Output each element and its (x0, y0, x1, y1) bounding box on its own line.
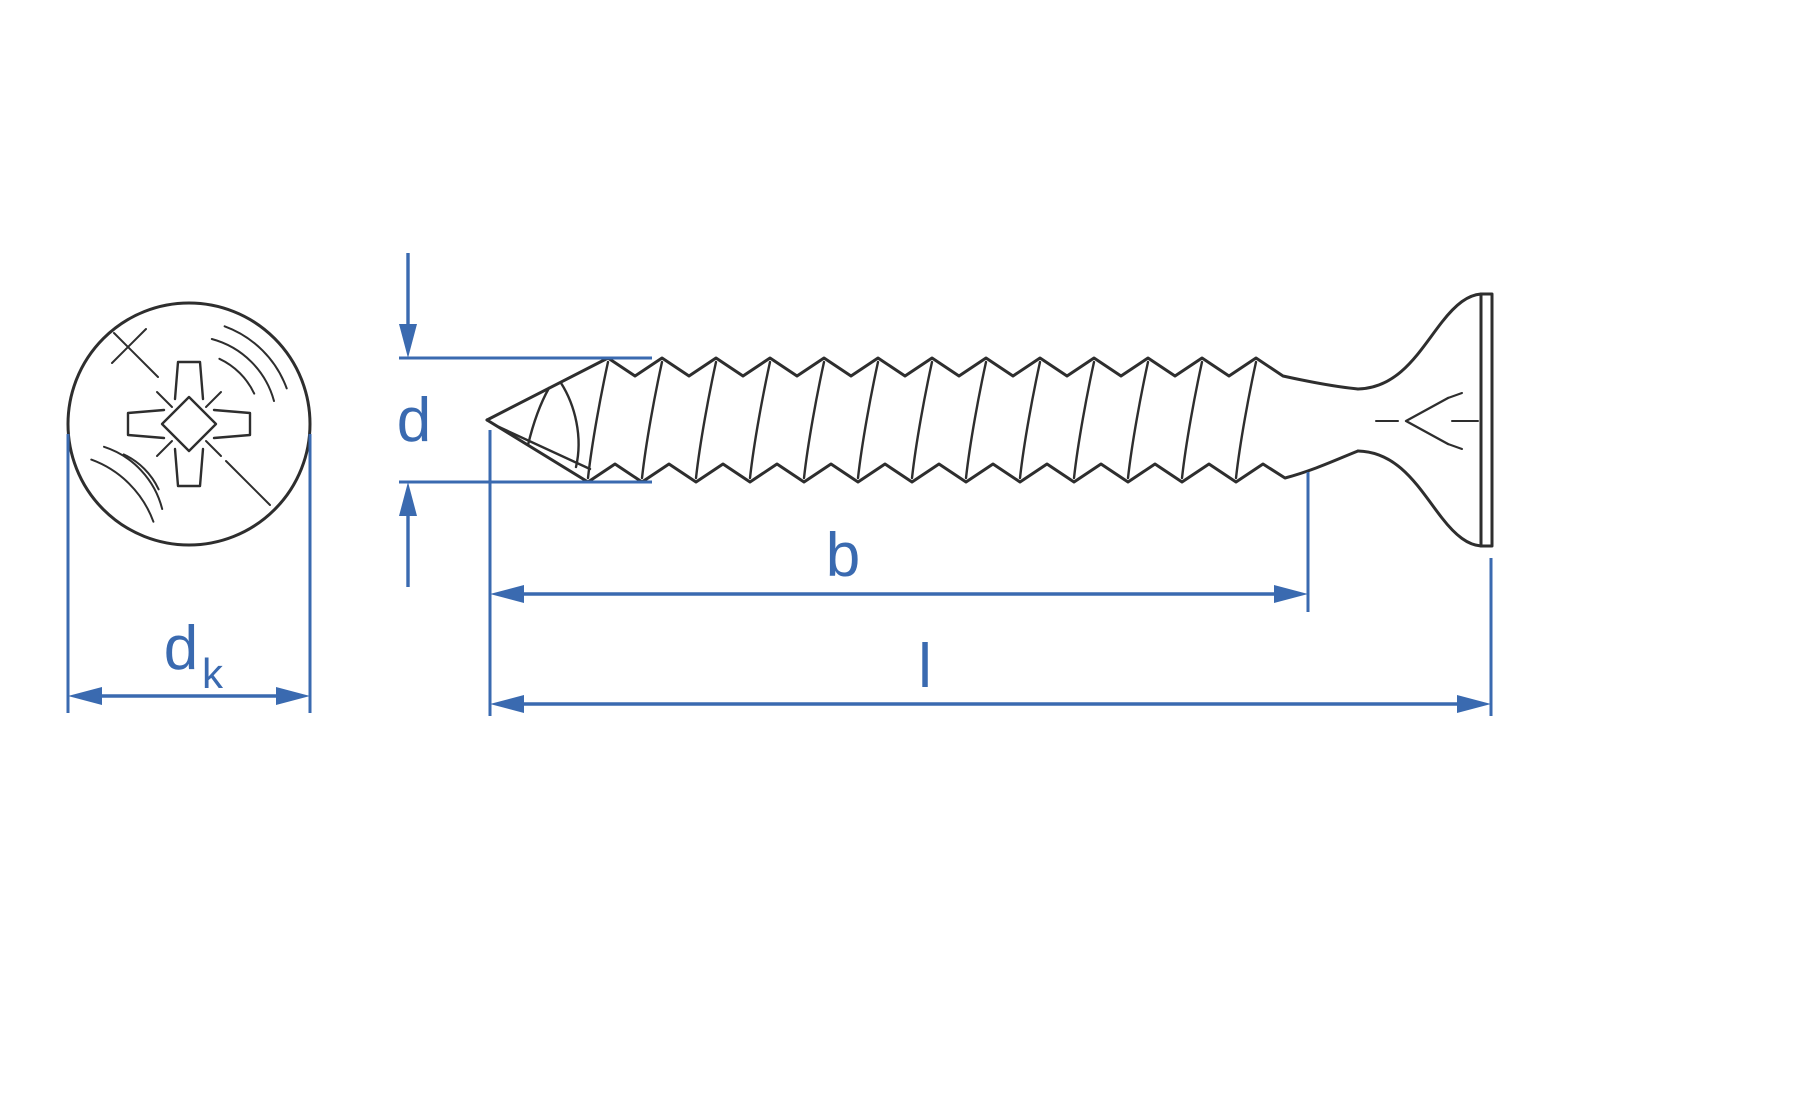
screw-side-view (485, 292, 1494, 548)
arrow-up-icon (399, 482, 417, 516)
label-dk-sub: k (202, 650, 224, 697)
thread-top-silhouette (485, 356, 1360, 422)
label-l: l (918, 632, 932, 701)
shading-arcs (90, 325, 288, 523)
screw-front-view (66, 301, 312, 547)
arrow-left-icon (68, 687, 102, 705)
arrow-down-icon (399, 324, 417, 358)
bugle-head (1356, 292, 1494, 548)
thread-flights (586, 360, 1258, 480)
dimension-d: d (397, 253, 652, 587)
arrow-left-icon (490, 695, 524, 713)
arrow-right-icon (1457, 695, 1491, 713)
arrow-left-icon (490, 585, 524, 603)
dimensions: d b l d k (66, 253, 1493, 716)
recess-side-profile (1404, 396, 1450, 446)
thread-bottom-silhouette (485, 418, 1360, 484)
label-dk-base: d (164, 614, 198, 683)
label-d: d (397, 386, 431, 455)
arrow-right-icon (276, 687, 310, 705)
dimension-b: b (488, 430, 1310, 716)
arrow-right-icon (1274, 585, 1308, 603)
cross-recess (111, 328, 271, 506)
screw-tip-details (497, 381, 592, 471)
label-b: b (826, 521, 860, 590)
dimension-dk: d k (66, 434, 312, 713)
dimension-l: l (490, 558, 1493, 716)
head-circle (66, 301, 312, 547)
